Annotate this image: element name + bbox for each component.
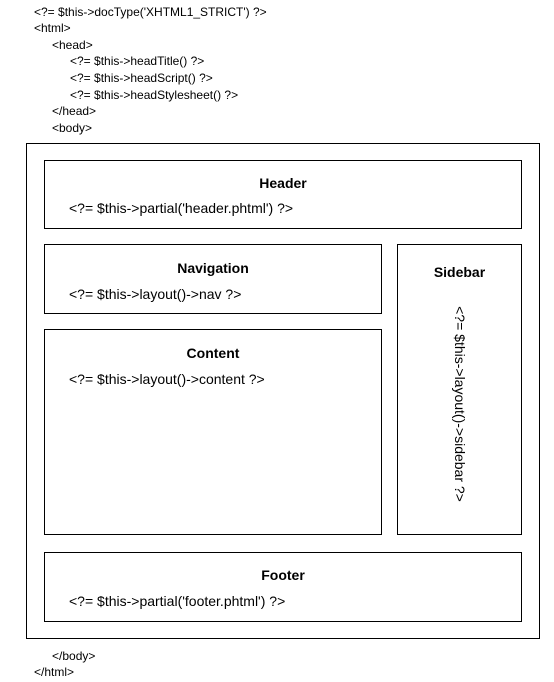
sidebar-region: Sidebar <?= $this->layout()->sidebar ?> (397, 244, 522, 535)
code-line-head-stylesheet: <?= $this->headStylesheet() ?> (70, 88, 239, 102)
content-region: Content <?= $this->layout()->content ?> (44, 329, 382, 535)
sidebar-title: Sidebar (433, 264, 486, 280)
header-region: Header <?= $this->partial('header.phtml'… (44, 160, 522, 229)
code-line-head-title: <?= $this->headTitle() ?> (70, 54, 205, 68)
content-code: <?= $this->layout()->content ?> (69, 371, 265, 387)
code-line-head-open: <head> (52, 38, 93, 52)
header-code: <?= $this->partial('header.phtml') ?> (69, 200, 294, 216)
footer-title: Footer (261, 567, 305, 583)
code-line-doctype: <?= $this->docType('XHTML1_STRICT') ?> (34, 5, 267, 19)
sidebar-code: <?= $this->layout()->sidebar ?> (451, 305, 468, 502)
content-title: Content (186, 345, 240, 361)
footer-region: Footer <?= $this->partial('footer.phtml'… (44, 552, 522, 622)
navigation-code: <?= $this->layout()->nav ?> (69, 286, 242, 302)
code-line-body-open: <body> (52, 121, 93, 135)
code-line-html-open: <html> (34, 21, 71, 35)
footer-code: <?= $this->partial('footer.phtml') ?> (69, 593, 286, 609)
code-line-head-close: </head> (52, 104, 97, 118)
code-line-head-script: <?= $this->headScript() ?> (70, 71, 213, 85)
header-title: Header (259, 175, 307, 191)
code-line-body-close: </body> (52, 649, 96, 663)
code-line-html-close: </html> (34, 665, 75, 679)
navigation-region: Navigation <?= $this->layout()->nav ?> (44, 244, 382, 314)
sidebar-code-area: <?= $this->layout()->sidebar ?> (398, 285, 521, 522)
navigation-title: Navigation (177, 260, 249, 276)
body-container (26, 143, 540, 639)
